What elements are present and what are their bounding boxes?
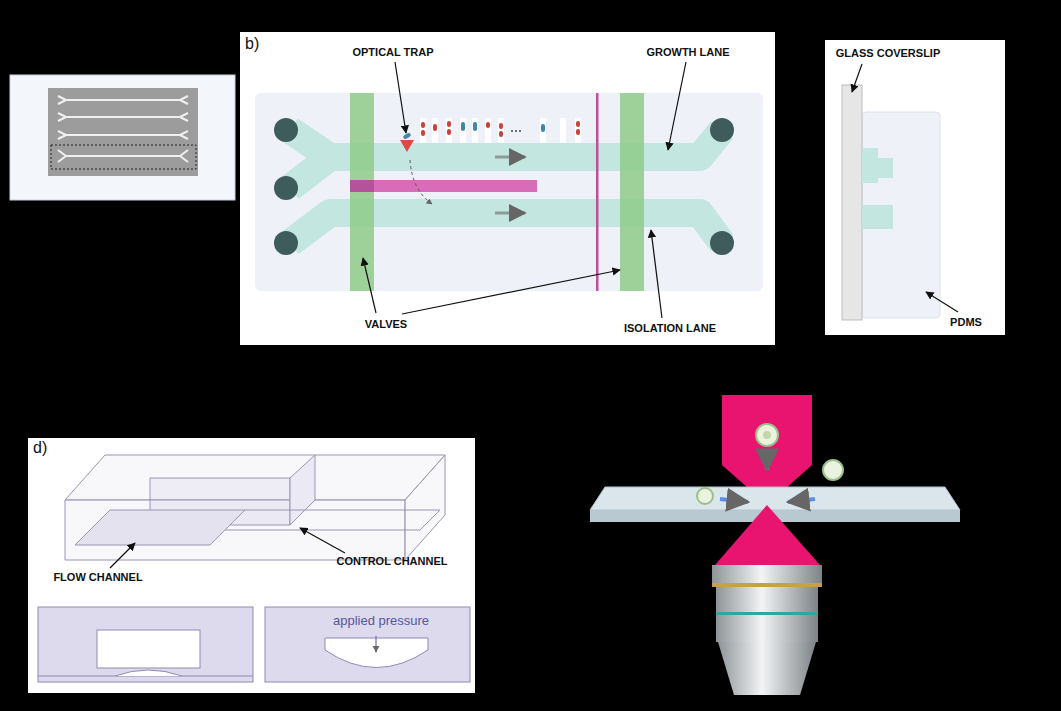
- part-label: VALVES: [365, 318, 407, 331]
- device-schematic: [240, 32, 775, 345]
- microscope-illustration: [590, 395, 960, 695]
- part-label: OPTICAL TRAP: [352, 46, 433, 59]
- panel-letter: b): [245, 35, 259, 53]
- cross-section: [825, 40, 1005, 335]
- part-label: FLOW CHANNEL: [53, 571, 142, 584]
- panel-b: b): [240, 32, 775, 345]
- valve-diagram: [28, 438, 475, 693]
- chip-overview: [10, 75, 235, 200]
- panel-letter: d): [33, 439, 47, 457]
- part-label: CONTROL CHANNEL: [336, 555, 447, 568]
- part-label: GROWTH LANE: [646, 46, 729, 59]
- part-label: ISOLATION LANE: [624, 322, 716, 335]
- section-label: applied pressure: [333, 613, 429, 628]
- part-label: PDMS: [950, 316, 982, 329]
- part-label: GLASS COVERSLIP: [836, 47, 941, 60]
- pressure-section: applied pressure: [290, 609, 472, 631]
